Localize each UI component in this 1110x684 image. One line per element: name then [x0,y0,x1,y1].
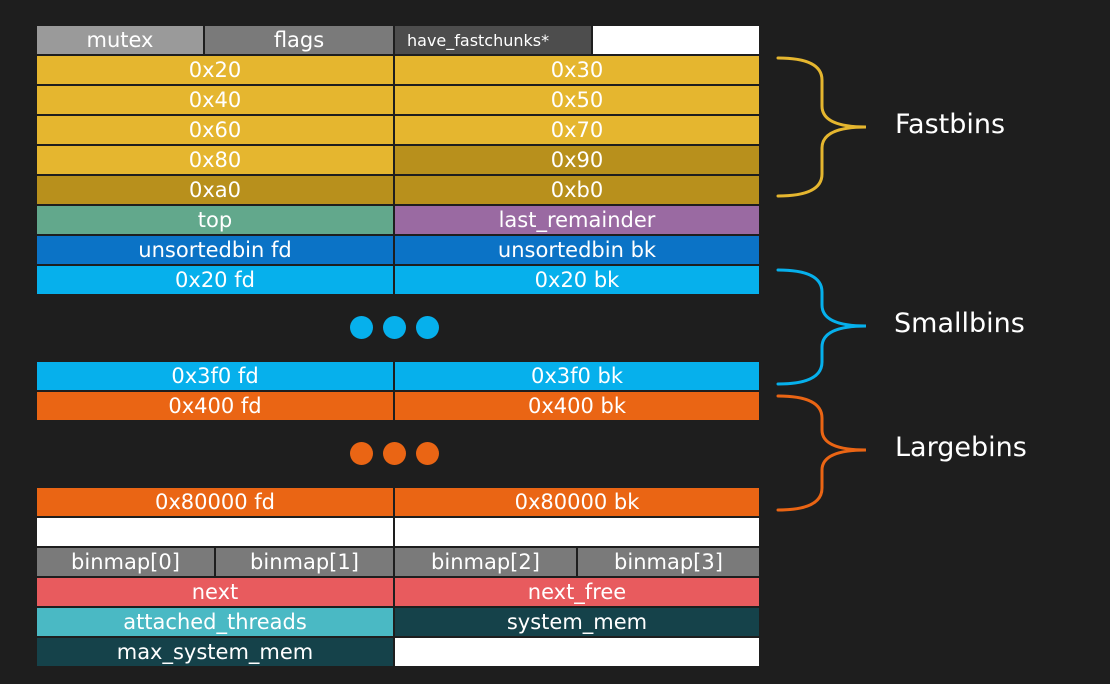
largebin-0x80000-fd-cell: 0x80000 fd [36,487,394,517]
fastbins-brace [776,56,867,198]
system-mem-cell: system_mem [394,607,760,637]
smallbins-brace [776,268,867,386]
fastbin-0xb0-cell: 0xb0 [394,175,760,205]
fastbin-0x30-cell: 0x30 [394,55,760,85]
fastbin-0x90-cell: 0x90 [394,145,760,175]
largebins-label: Largebins [895,432,1027,463]
have-fastchunks-value-cell [592,25,760,55]
largebin-0x80000-bk-cell: 0x80000 bk [394,487,760,517]
smallbin-ellipsis-dot [350,316,373,339]
unsortedbin-bk-cell: unsortedbin bk [394,235,760,265]
max-system-mem-cell: max_system_mem [36,637,394,667]
smallbin-0x20-bk-cell: 0x20 bk [394,265,760,295]
have-fastchunks-cell: have_fastchunks* [394,25,592,55]
smallbins-label: Smallbins [894,308,1025,339]
top-cell: top [36,205,394,235]
binmap-2-cell: binmap[2] [394,547,577,577]
binmap-3-cell: binmap[3] [577,547,760,577]
next-free-cell: next_free [394,577,760,607]
unsortedbin-fd-cell: unsortedbin fd [36,235,394,265]
binmap-1-cell: binmap[1] [215,547,394,577]
fastbin-0x40-cell: 0x40 [36,85,394,115]
smallbin-ellipsis-dot [416,316,439,339]
largebin-0x400-fd-cell: 0x400 fd [36,391,394,421]
flags-cell: flags [204,25,394,55]
largebin-ellipsis-dot [416,442,439,465]
largebin-0x400-bk-cell: 0x400 bk [394,391,760,421]
empty-cell [394,637,760,667]
fastbin-0x20-cell: 0x20 [36,55,394,85]
smallbin-0x20-fd-cell: 0x20 fd [36,265,394,295]
largebin-ellipsis-dot [350,442,373,465]
binmap-0-cell: binmap[0] [36,547,215,577]
fastbin-0x80-cell: 0x80 [36,145,394,175]
empty-cell [36,517,394,547]
attached-threads-cell: attached_threads [36,607,394,637]
last-remainder-cell: last_remainder [394,205,760,235]
fastbin-0x60-cell: 0x60 [36,115,394,145]
largebins-brace [776,394,867,512]
mutex-cell: mutex [36,25,204,55]
smallbin-0x3f0-fd-cell: 0x3f0 fd [36,361,394,391]
smallbin-ellipsis-dot [383,316,406,339]
fastbin-0xa0-cell: 0xa0 [36,175,394,205]
fastbins-label: Fastbins [895,109,1006,140]
next-cell: next [36,577,394,607]
smallbin-0x3f0-bk-cell: 0x3f0 bk [394,361,760,391]
empty-cell [394,517,760,547]
fastbin-0x70-cell: 0x70 [394,115,760,145]
fastbin-0x50-cell: 0x50 [394,85,760,115]
largebin-ellipsis-dot [383,442,406,465]
